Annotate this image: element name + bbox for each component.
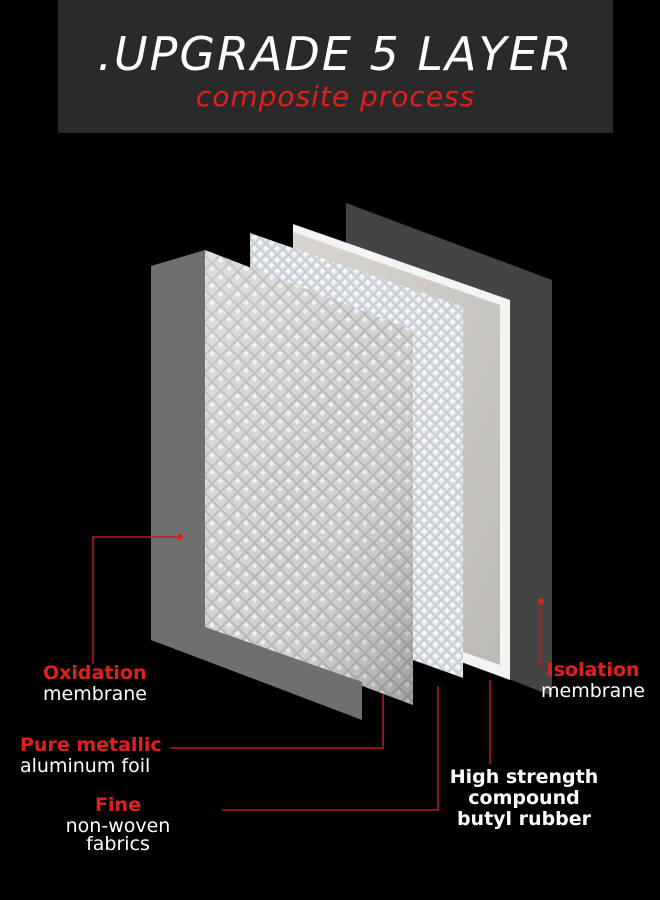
aluminum-label-subtitle: aluminum foil [20,755,151,777]
isolation-label-subtitle: membrane [541,680,645,702]
page-title: .UPGRADE 5 LAYER [97,27,574,81]
fabric-leader-line [222,686,439,811]
oxidation-marker-dot [177,534,183,540]
rubber-label: High strength compound butyl rubber [446,767,602,830]
aluminum-foil-shading [205,250,413,705]
isolation-marker-dot [538,598,544,604]
rubber-label-line-1: High strength [449,766,599,788]
oxidation-leader-line [92,536,180,664]
isolation-label-title: Isolation [546,659,640,681]
rubber-label-line-2: compound [468,787,580,809]
oxidation-membrane-sheet [151,250,362,720]
fabric-label: Fine non-woven fabrics [56,795,180,855]
aluminum-label: Pure metallic aluminum foil [20,735,162,777]
aluminum-label-title: Pure metallic [20,734,162,756]
fabric-label-line-2: fabrics [86,833,150,855]
title-banner: .UPGRADE 5 LAYER composite process [58,0,613,133]
oxidation-label: Oxidation membrane [43,663,147,705]
page-subtitle: composite process [195,80,476,113]
oxidation-label-title: Oxidation [43,662,147,684]
oxidation-label-subtitle: membrane [43,683,147,705]
isolation-label: Isolation membrane [532,660,654,702]
aluminum-leader-line [170,694,384,749]
rubber-label-line-3: butyl rubber [456,808,592,830]
fabric-label-line-1: non-woven [65,815,171,837]
fabric-label-title: Fine [95,794,141,816]
